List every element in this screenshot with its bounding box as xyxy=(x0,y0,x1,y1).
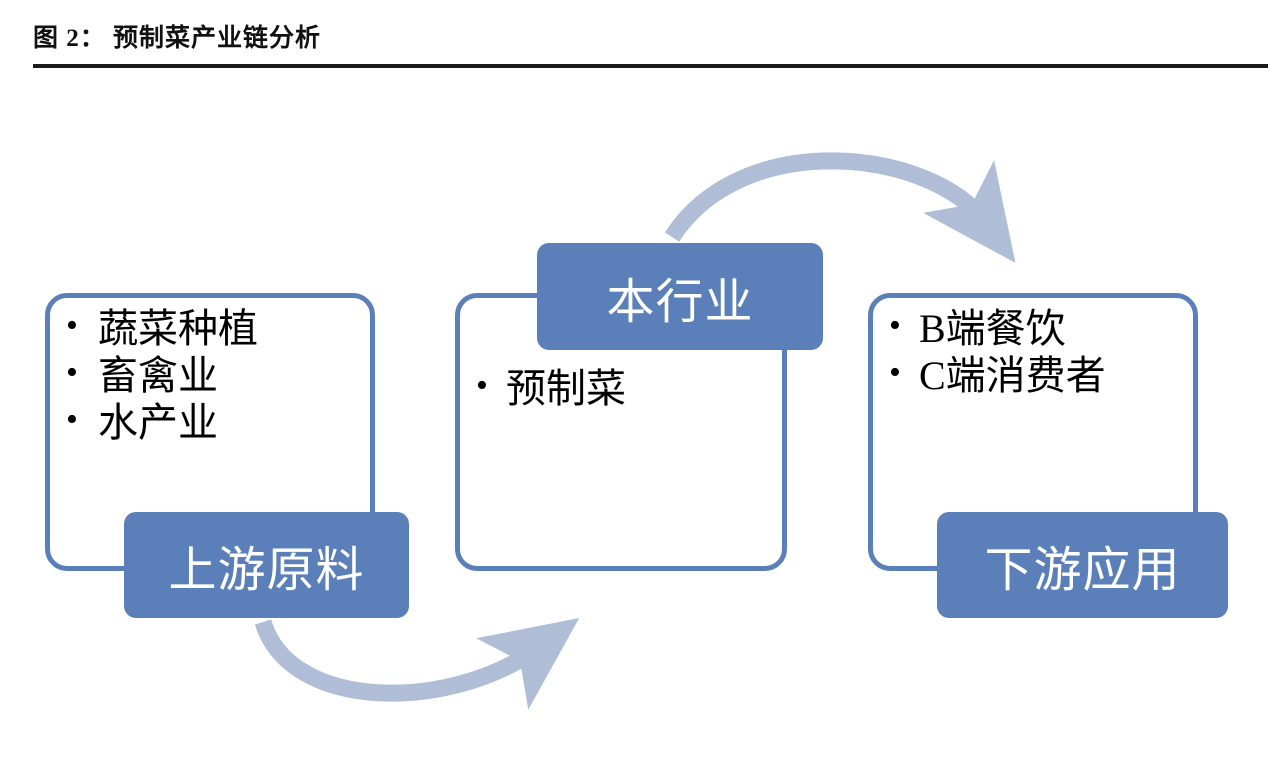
figure-title: 图 2： 预制菜产业链分析 xyxy=(33,25,322,52)
list-item: C端消费者 xyxy=(885,351,1106,399)
title-divider xyxy=(33,64,1268,68)
arrow-industry-to-downstream xyxy=(664,152,1016,263)
list-item: 畜禽业 xyxy=(62,351,258,399)
list-item: B端餐饮 xyxy=(885,304,1106,352)
list-item: 预制菜 xyxy=(472,364,626,412)
list-item: 水产业 xyxy=(62,398,258,446)
stage-label-downstream: 下游应用 xyxy=(937,512,1228,618)
arrow-upstream-to-industry xyxy=(254,618,580,710)
stage-label-upstream: 上游原料 xyxy=(124,512,409,618)
stage-items-upstream: 蔬菜种植 畜禽业 水产业 xyxy=(62,304,258,447)
stage-items-industry: 预制菜 xyxy=(472,364,626,412)
stage-label-industry: 本行业 xyxy=(537,243,823,350)
list-item: 蔬菜种植 xyxy=(62,304,258,352)
stage-items-downstream: B端餐饮 C端消费者 xyxy=(885,304,1106,399)
